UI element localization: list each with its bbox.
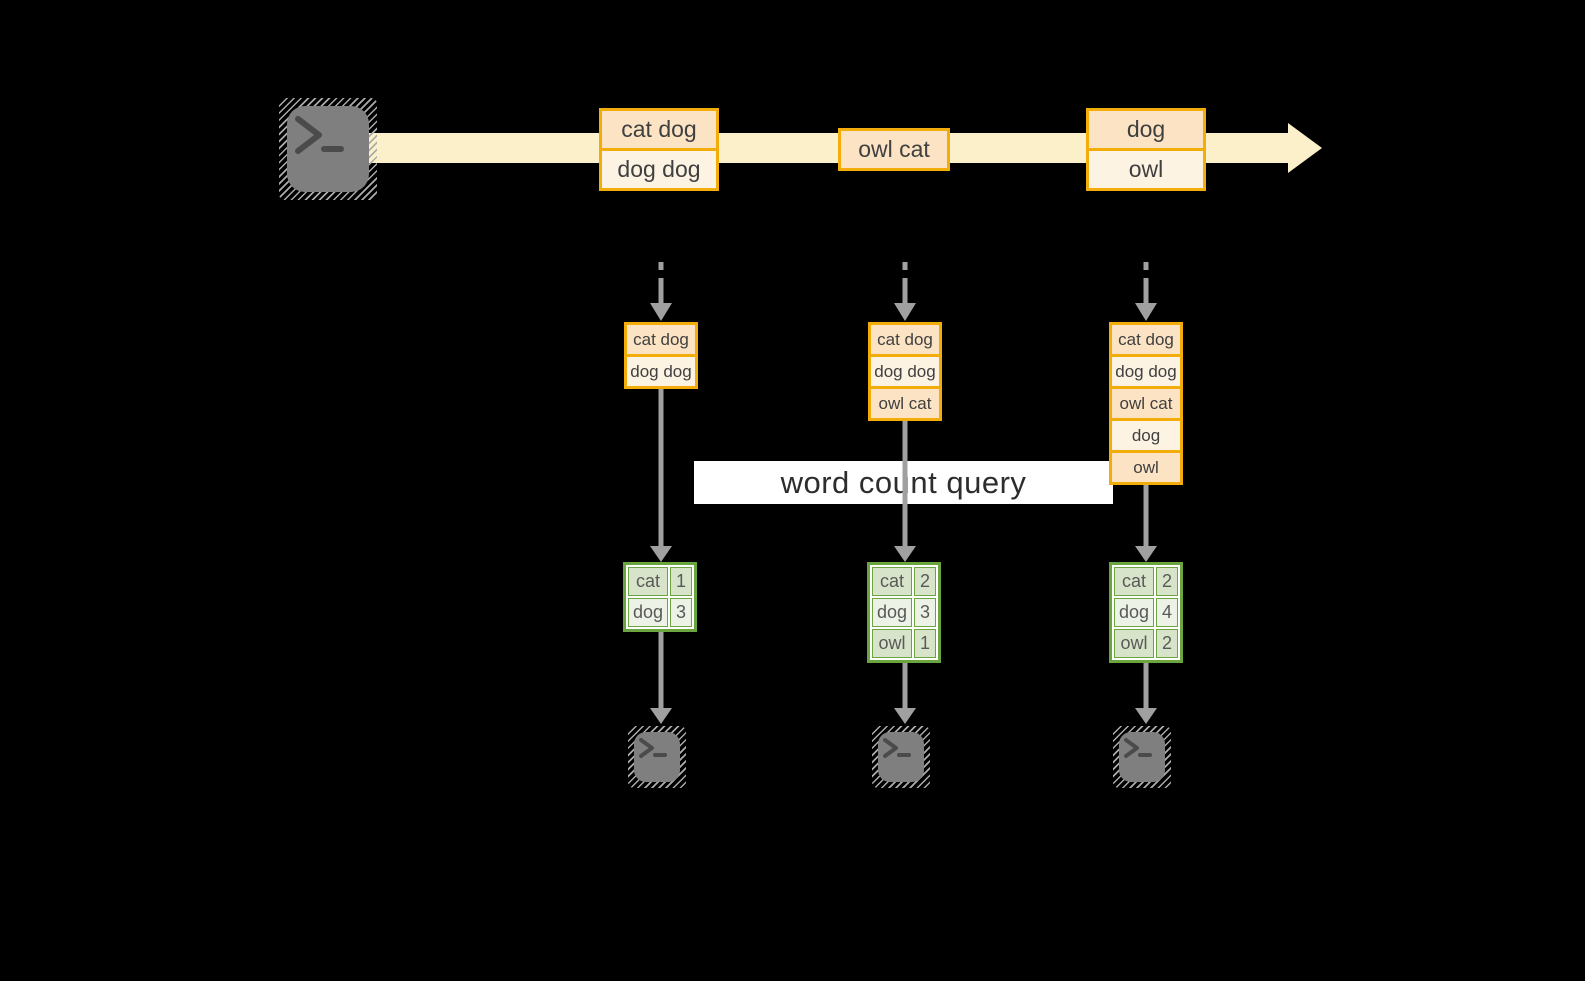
source-terminal-icon: [279, 98, 377, 200]
count-value: 2: [914, 567, 936, 596]
terminal-prompt-icon: [883, 738, 911, 758]
sink-terminal-icon-3: [1113, 726, 1171, 788]
count-word: dog: [1114, 598, 1154, 627]
stream-record: cat dog: [602, 111, 716, 148]
snapshot-row: owl cat: [1112, 386, 1180, 418]
snapshot-stack-2: cat dog dog dog owl cat: [868, 322, 942, 421]
count-table-1: cat 1 dog 3: [623, 562, 697, 632]
count-word: dog: [872, 598, 912, 627]
count-value: 3: [914, 598, 936, 627]
dashed-arrow-icon: [650, 262, 1157, 321]
count-value: 3: [670, 598, 692, 627]
snapshot-stack-3: cat dog dog dog owl cat dog owl: [1109, 322, 1183, 485]
count-word: dog: [628, 598, 668, 627]
count-value: 4: [1156, 598, 1178, 627]
terminal-prompt-icon: [295, 116, 344, 154]
count-value: 2: [1156, 629, 1178, 658]
stream-batch-box-1: cat dog dog dog: [599, 108, 719, 191]
sink-terminal-icon-2: [872, 726, 930, 788]
stream-record: dog: [1089, 111, 1203, 148]
snapshot-row: dog dog: [627, 354, 695, 386]
query-banner: word count query: [694, 461, 1113, 504]
snapshot-row: dog: [1112, 418, 1180, 450]
stream-record: owl: [1089, 148, 1203, 188]
count-value: 1: [670, 567, 692, 596]
stream-record: dog dog: [602, 148, 716, 188]
snapshot-row: dog dog: [871, 354, 939, 386]
count-word: cat: [1114, 567, 1154, 596]
snapshot-row: cat dog: [1112, 325, 1180, 354]
stream-batch-box-3: dog owl: [1086, 108, 1206, 191]
snapshot-row: cat dog: [627, 325, 695, 354]
snapshot-row: dog dog: [1112, 354, 1180, 386]
count-value: 2: [1156, 567, 1178, 596]
sink-terminal-icon-1: [628, 726, 686, 788]
terminal-prompt-icon: [639, 738, 667, 758]
query-banner-label: word count query: [780, 464, 1027, 500]
count-word: owl: [1114, 629, 1154, 658]
count-word: cat: [872, 567, 912, 596]
terminal-prompt-icon: [1124, 738, 1152, 758]
stream-batch-box-2: owl cat: [838, 128, 950, 171]
stream-record: owl cat: [841, 131, 947, 168]
count-value: 1: [914, 629, 936, 658]
count-table-2: cat 2 dog 3 owl 1: [867, 562, 941, 663]
snapshot-row: owl: [1112, 450, 1180, 482]
timeline-arrowhead-icon: [1288, 123, 1322, 173]
snapshot-row: cat dog: [871, 325, 939, 354]
count-word: cat: [628, 567, 668, 596]
count-table-3: cat 2 dog 4 owl 2: [1109, 562, 1183, 663]
count-word: owl: [872, 629, 912, 658]
snapshot-stack-1: cat dog dog dog: [624, 322, 698, 389]
snapshot-row: owl cat: [871, 386, 939, 418]
